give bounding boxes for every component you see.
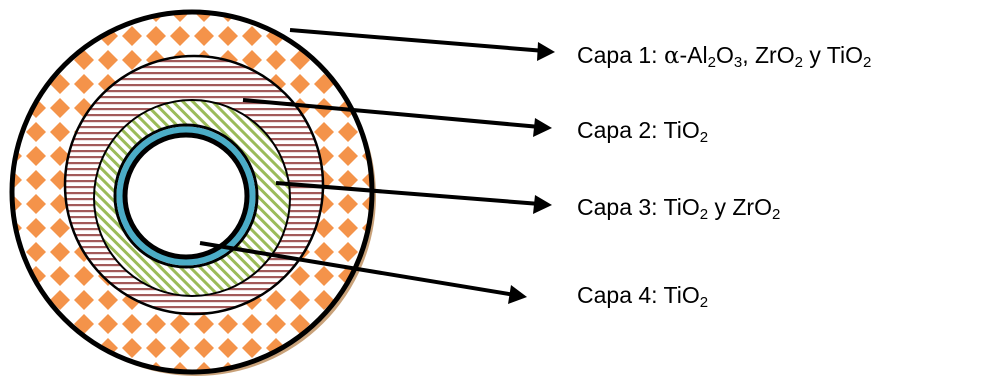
alpha-symbol: α bbox=[663, 43, 680, 69]
arrow-layer-3 bbox=[275, 181, 552, 214]
label-layer-2-sub: 2 bbox=[699, 129, 709, 146]
label-layer-1-al: -Al bbox=[679, 42, 708, 68]
label-layer-1-ti-sub: 2 bbox=[863, 54, 872, 71]
label-layer-4: Capa 4: TiO2 bbox=[577, 282, 708, 311]
arrow-layer-2 bbox=[242, 98, 552, 137]
label-layer-3-mid: y ZrO bbox=[708, 194, 772, 220]
arrow-layer-1 bbox=[289, 28, 555, 61]
label-layer-3-sub-2: 2 bbox=[771, 206, 781, 223]
label-layer-1-zr: , ZrO bbox=[742, 42, 795, 68]
label-layer-3: Capa 3: TiO2 y ZrO2 bbox=[577, 194, 780, 223]
layer-4-ring bbox=[113, 123, 259, 269]
label-layer-4-text: Capa 4: TiO bbox=[577, 282, 700, 308]
label-layer-2: Capa 2: TiO2 bbox=[577, 117, 708, 146]
arrow-layer-4 bbox=[199, 241, 527, 304]
label-layer-3-sub-1: 2 bbox=[699, 206, 709, 223]
label-layer-1-prefix: Capa 1: bbox=[577, 42, 664, 68]
label-layer-1-ti: y TiO bbox=[802, 42, 863, 68]
label-layer-1: Capa 1: α-Al2O3, ZrO2 y TiO2 bbox=[577, 42, 872, 71]
label-layer-4-sub: 2 bbox=[699, 294, 709, 311]
label-layer-1-o-sub: 3 bbox=[733, 54, 743, 71]
label-layer-3-text: Capa 3: TiO bbox=[577, 194, 700, 220]
label-layer-1-al-sub: 2 bbox=[707, 54, 716, 71]
label-layer-1-o: O bbox=[715, 42, 734, 68]
label-layer-1-zr-sub: 2 bbox=[794, 54, 803, 71]
label-layer-2-text: Capa 2: TiO bbox=[577, 117, 700, 143]
